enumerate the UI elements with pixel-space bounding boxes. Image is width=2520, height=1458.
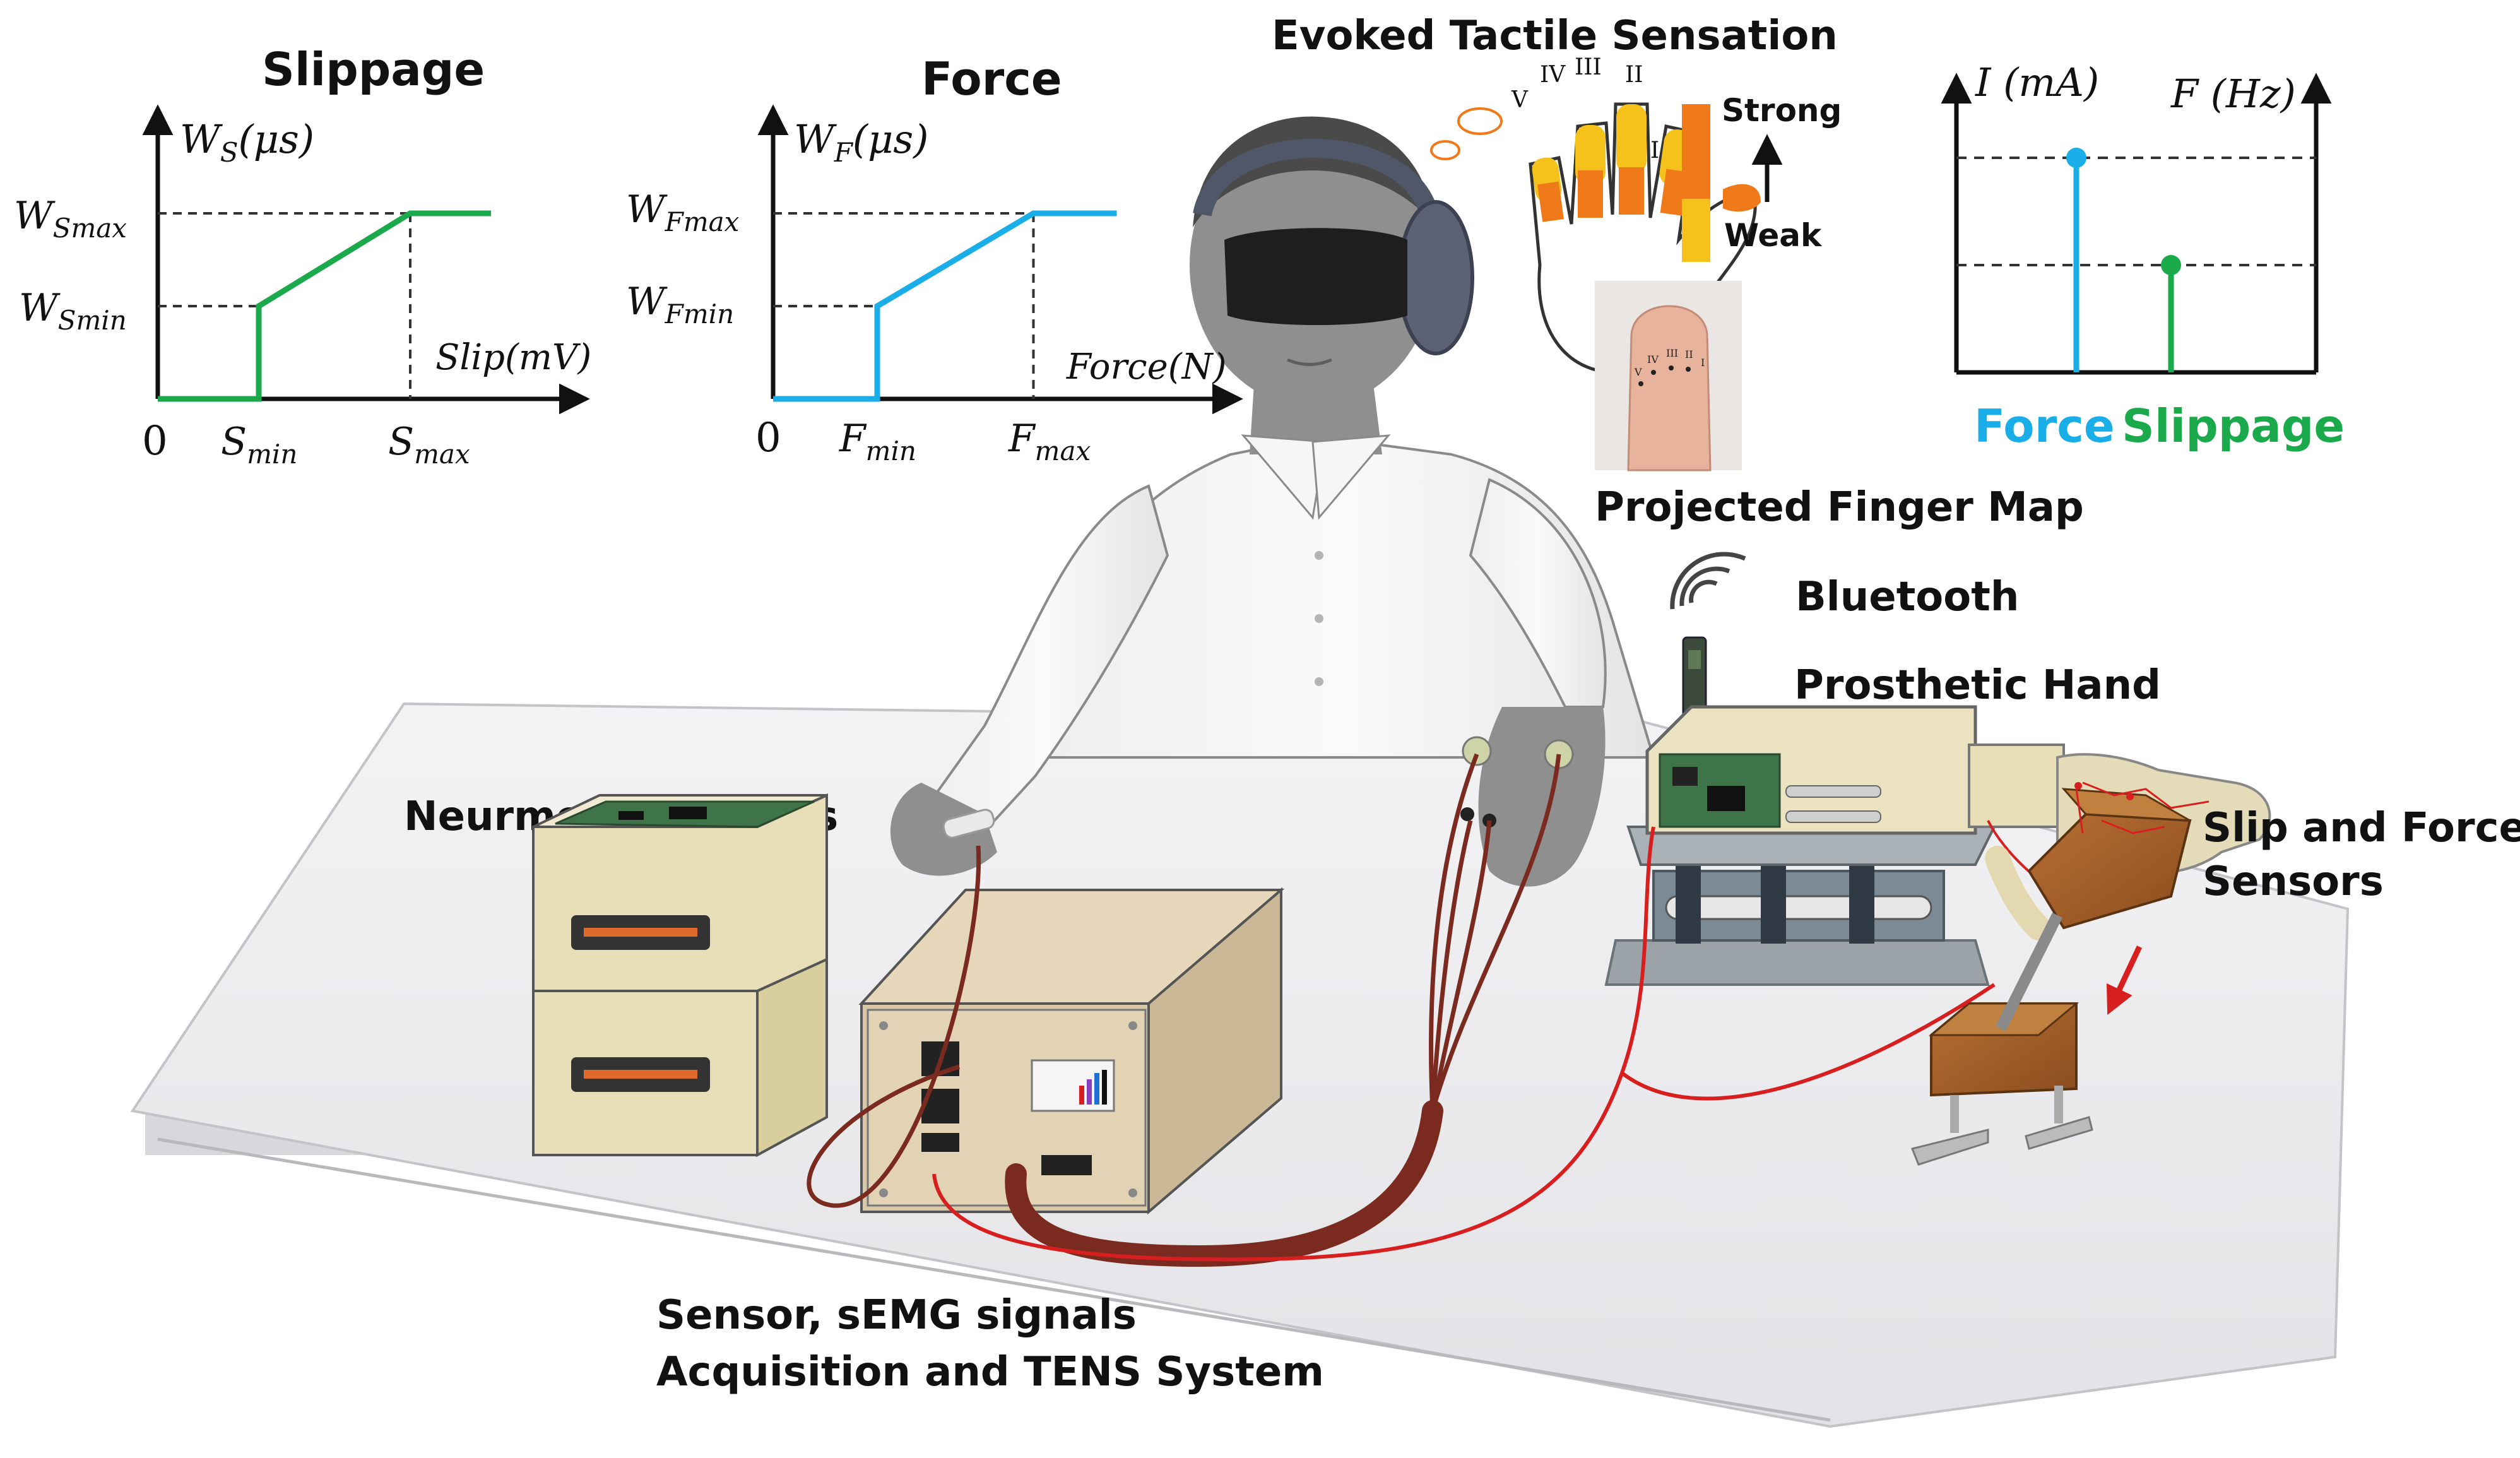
svg-text:IV: IV (1647, 353, 1659, 365)
numeral-v: V (1511, 87, 1529, 113)
svg-text:II: II (1685, 348, 1693, 360)
stim-point-slippage (2161, 255, 2181, 275)
stim-slippage-label: Slippage (2122, 400, 2345, 453)
slippage-xmin-label: Smin (221, 420, 297, 470)
stim-force-label: Force (1974, 400, 2115, 453)
slippage-x-axis-label: Slip(mV) (435, 337, 591, 378)
numeral-i: I (1650, 138, 1659, 163)
stimulation-chart: I (mA) F (Hz) Force Slippage (1941, 59, 2345, 453)
stim-right-axis-label: F (Hz) (2170, 71, 2296, 117)
weak-label: Weak (1724, 217, 1823, 254)
slippage-origin-label: 0 (142, 418, 168, 465)
weak-bar (1682, 199, 1710, 262)
slippage-ymin-label: WSmin (19, 286, 127, 336)
slippage-y-axis-label: WS(μs) (180, 116, 314, 168)
evoked-tactile-section: Evoked Tactile Sensation V IV III II I S… (1272, 13, 2084, 531)
numeral-ii: II (1625, 62, 1643, 88)
bluetooth-label: Bluetooth (1795, 574, 2019, 620)
force-origin-label: 0 (755, 415, 781, 461)
force-xmax-label: Fmax (1008, 417, 1091, 466)
force-ymax-label: WFmax (626, 187, 740, 237)
thought-bubbles (1430, 107, 1503, 160)
svg-text:III: III (1666, 347, 1678, 359)
strong-bar (1682, 104, 1710, 199)
stim-point-force (2066, 148, 2086, 168)
acquisition-label-2: Acquisition and TENS System (656, 1349, 1324, 1396)
cables (807, 753, 1996, 1267)
force-y-axis-label: WF(μs) (794, 116, 928, 168)
prosthetic-hand-label: Prosthetic Hand (1794, 662, 2161, 709)
main-cable (1005, 1100, 1443, 1267)
prosthetic-hand-setup: Prosthetic Hand (1604, 662, 2520, 1166)
strong-label: Strong (1722, 92, 1842, 129)
svg-text:I: I (1701, 357, 1705, 369)
slippage-chart: Slippage WS(μs) Slip(mV) 0 WSmax WSmin S… (14, 43, 591, 470)
force-chart-title: Force (921, 52, 1062, 105)
force-xmin-label: Fmin (839, 417, 916, 466)
person (890, 116, 1655, 887)
slip-direction-arrow (2106, 945, 2143, 1016)
bluetooth-section: Bluetooth (1670, 552, 2019, 733)
numeral-iii: III (1575, 54, 1602, 80)
slippage-series-line (158, 210, 491, 402)
slippage-xmax-label: Smax (388, 420, 470, 470)
slippage-ymax-label: WSmax (14, 194, 127, 244)
projected-map-label: Projected Finger Map (1595, 484, 2084, 531)
acquisition-label-1: Sensor, sEMG signals (656, 1292, 1137, 1339)
slip-force-label-2: Sensors (2203, 858, 2384, 905)
slippage-chart-title: Slippage (262, 43, 485, 96)
stim-left-axis-label: I (mA) (1975, 59, 2099, 105)
wireless-signal-icon (1670, 552, 1746, 610)
display-screen (1031, 1059, 1115, 1112)
red-wire (932, 826, 1655, 1262)
force-chart: Force WF(μs) Force(N) 0 WFmax WFmin Fmin… (626, 52, 1243, 466)
neuromorphic-chips: Neurmorphic Chips (404, 793, 838, 1158)
svg-text:V: V (1634, 366, 1642, 378)
force-x-axis-label: Force(N) (1066, 347, 1226, 388)
slip-force-label-1: Slip and Force (2203, 805, 2520, 851)
numeral-iv: IV (1540, 62, 1566, 88)
force-series-line (773, 210, 1117, 402)
evoked-title: Evoked Tactile Sensation (1272, 13, 1838, 59)
force-ymin-label: WFmin (626, 280, 734, 329)
